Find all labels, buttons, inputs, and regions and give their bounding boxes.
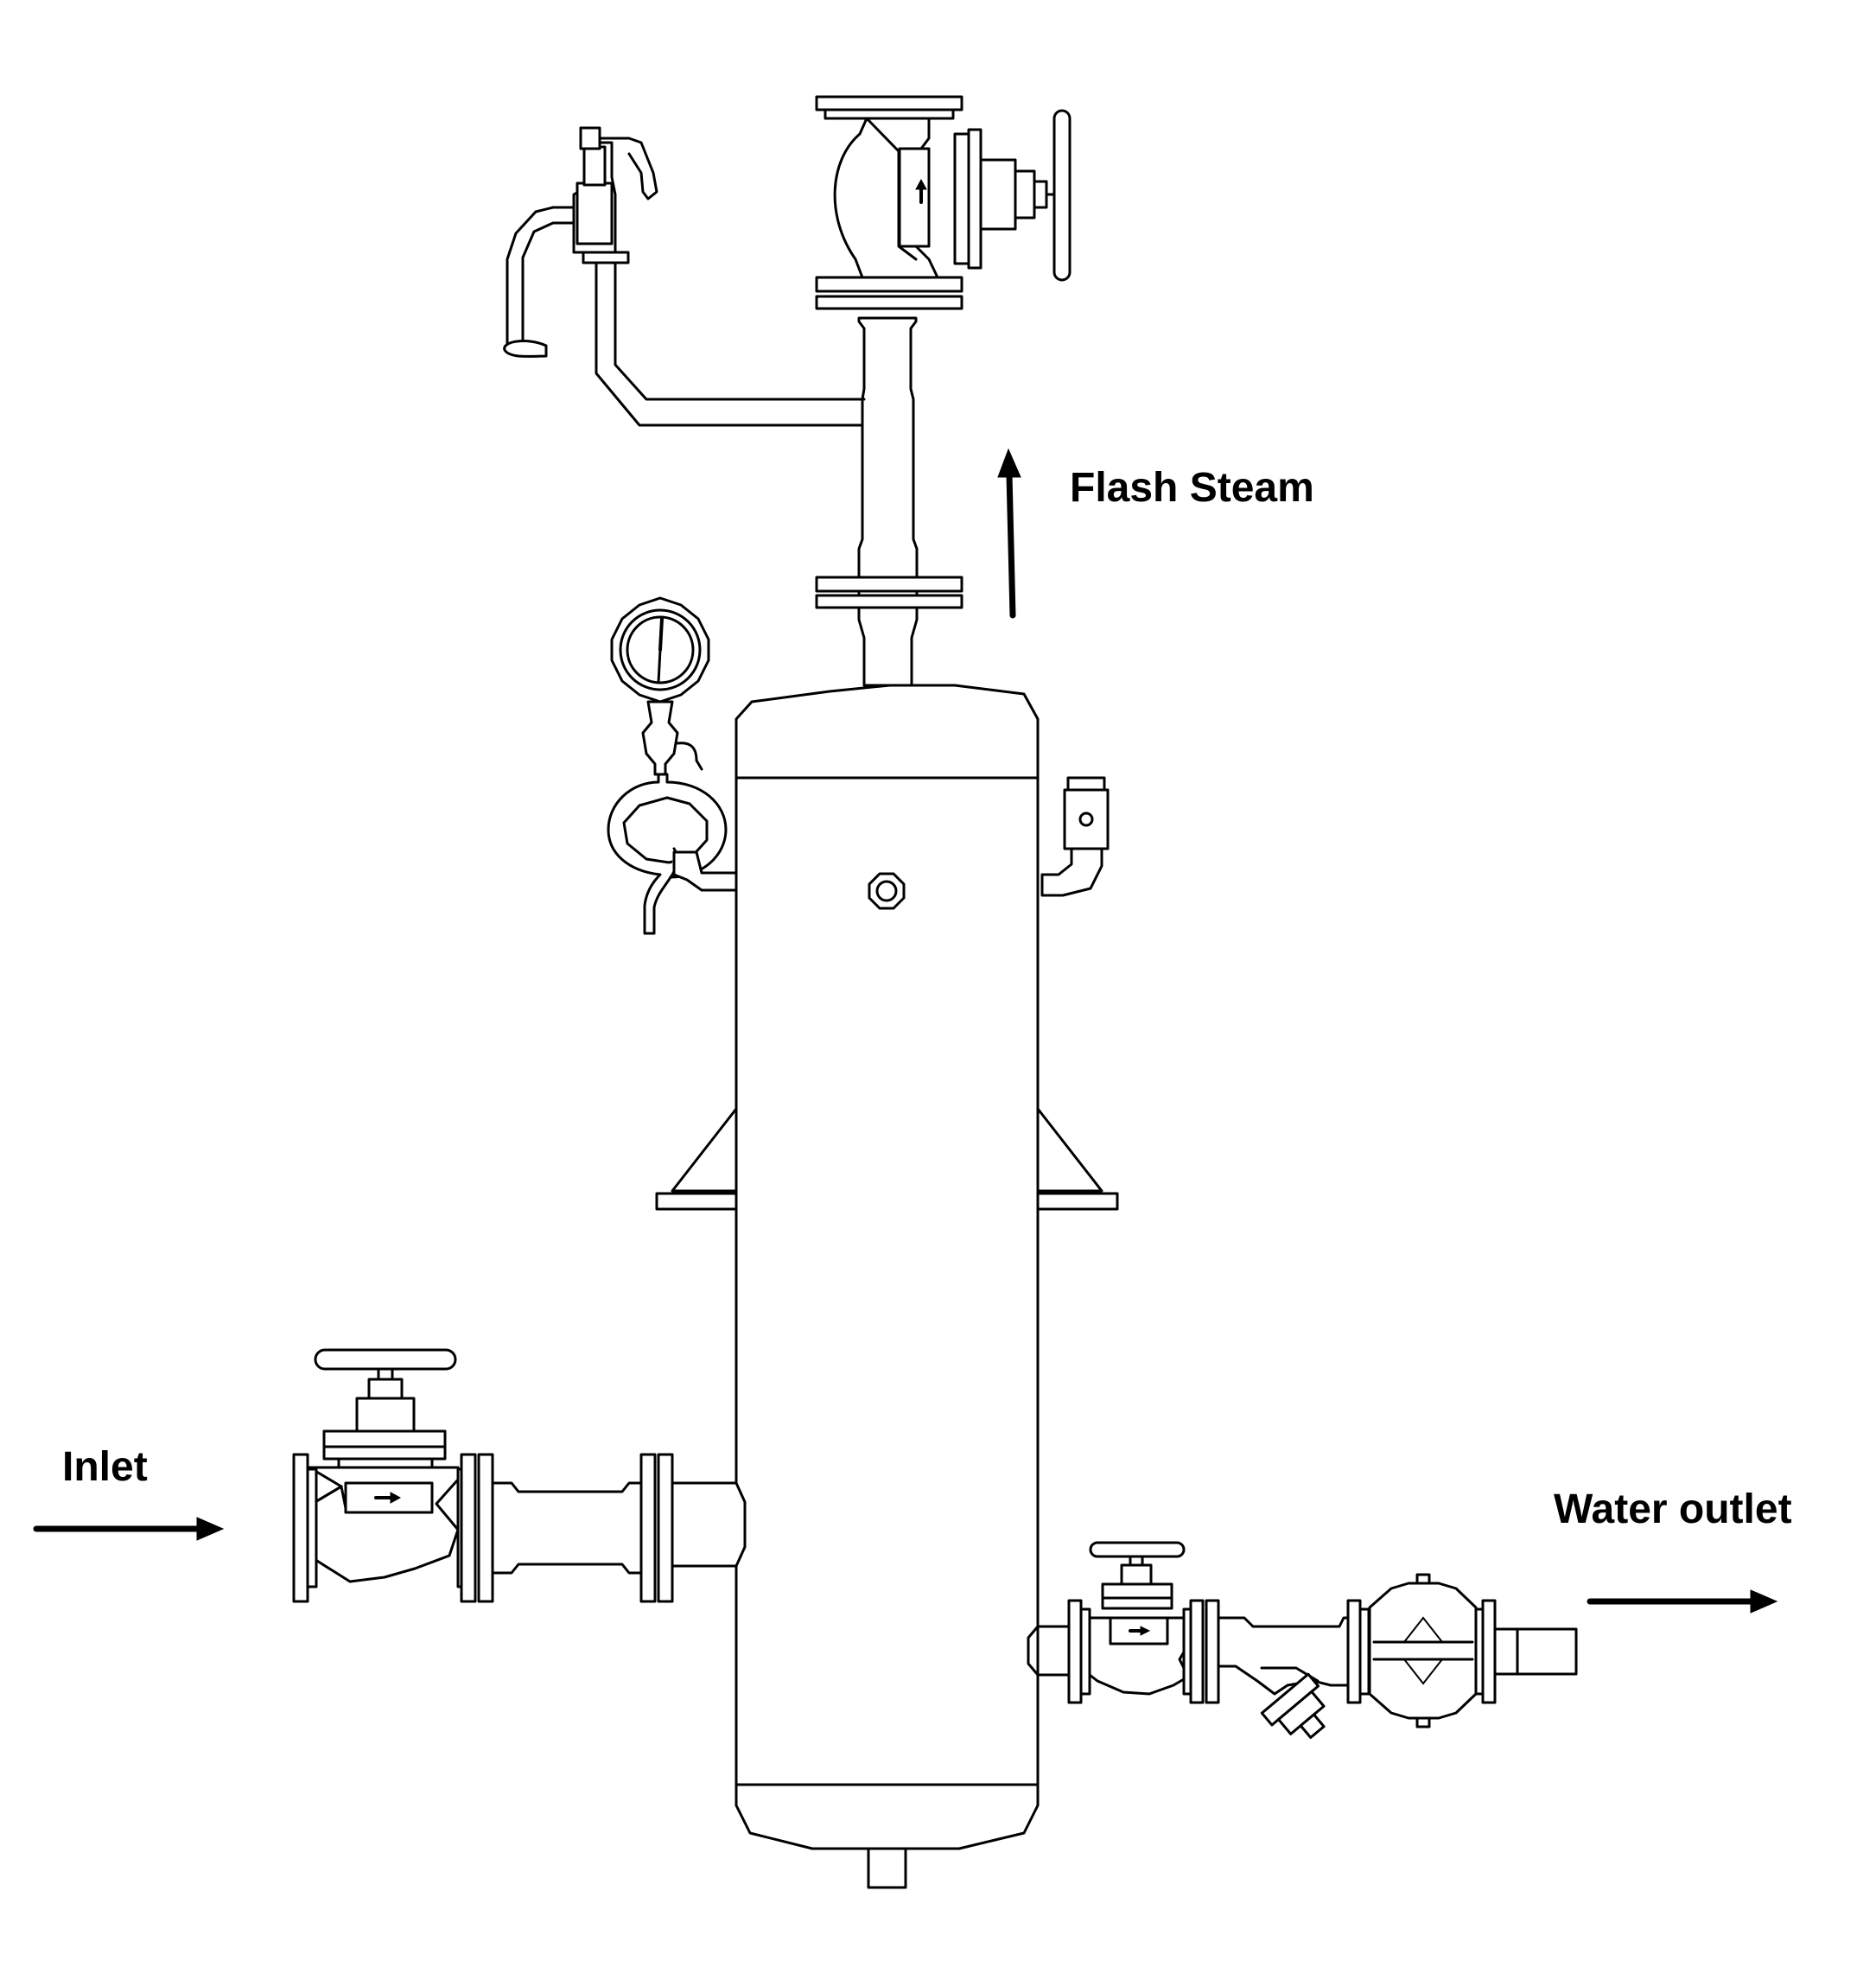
- inlet-label: Inlet: [62, 1444, 148, 1490]
- siphon-loop: [607, 773, 728, 935]
- bonnet-flange-a: [953, 132, 970, 265]
- inlet-assembly: [292, 1348, 747, 1603]
- air-vent: [1040, 776, 1110, 897]
- upper-flange-b: [815, 276, 963, 293]
- steam-outlet-pipe: [815, 276, 963, 687]
- inlet-valve-handwheel[interactable]: [314, 1348, 457, 1371]
- outlet-pipe: [1493, 1627, 1519, 1676]
- lower-flange-a: [815, 576, 963, 593]
- outlet-assembly: [1027, 1541, 1578, 1740]
- support-bracket-right: [1036, 1107, 1119, 1211]
- pressure-gauge: [607, 596, 738, 935]
- exhaust-elbow: [506, 206, 576, 352]
- inlet-nozzle: [671, 1481, 747, 1568]
- flash-steam-label: Flash Steam: [1070, 465, 1314, 511]
- steam-isolation-valve: [815, 95, 1072, 282]
- water-outlet-callout: Water outlet: [1554, 1486, 1792, 1614]
- water-outlet-label: Water outlet: [1554, 1486, 1792, 1532]
- lower-flange-b: [815, 594, 963, 609]
- outlet-valve-handwheel[interactable]: [1089, 1541, 1186, 1558]
- drain-stub: [867, 1847, 907, 1889]
- strainer-body: [1217, 1616, 1350, 1696]
- bonnet-flange-b: [967, 128, 983, 270]
- gauge-stub-pipe: [672, 850, 738, 892]
- inlet-valve-flange-left: [292, 1453, 309, 1603]
- steam-trap-body: [1368, 1582, 1478, 1720]
- inlet-callout: Inlet: [33, 1444, 225, 1541]
- flash-steam-callout: Flash Steam: [997, 448, 1314, 619]
- branch-pipe: [595, 259, 866, 427]
- support-bracket-left: [655, 1107, 738, 1211]
- handwheel[interactable]: [1052, 109, 1072, 282]
- upper-flange-a: [815, 295, 963, 310]
- vessel-shell: [735, 684, 1040, 1850]
- inlet-valve-flange-right: [460, 1453, 477, 1603]
- inlet-pipe: [491, 1481, 643, 1575]
- safety-valve-branch: [503, 126, 866, 427]
- flash-vessel: [735, 684, 1040, 1889]
- strainer-screen-cap: [1260, 1672, 1326, 1740]
- sight-plug: [868, 872, 906, 910]
